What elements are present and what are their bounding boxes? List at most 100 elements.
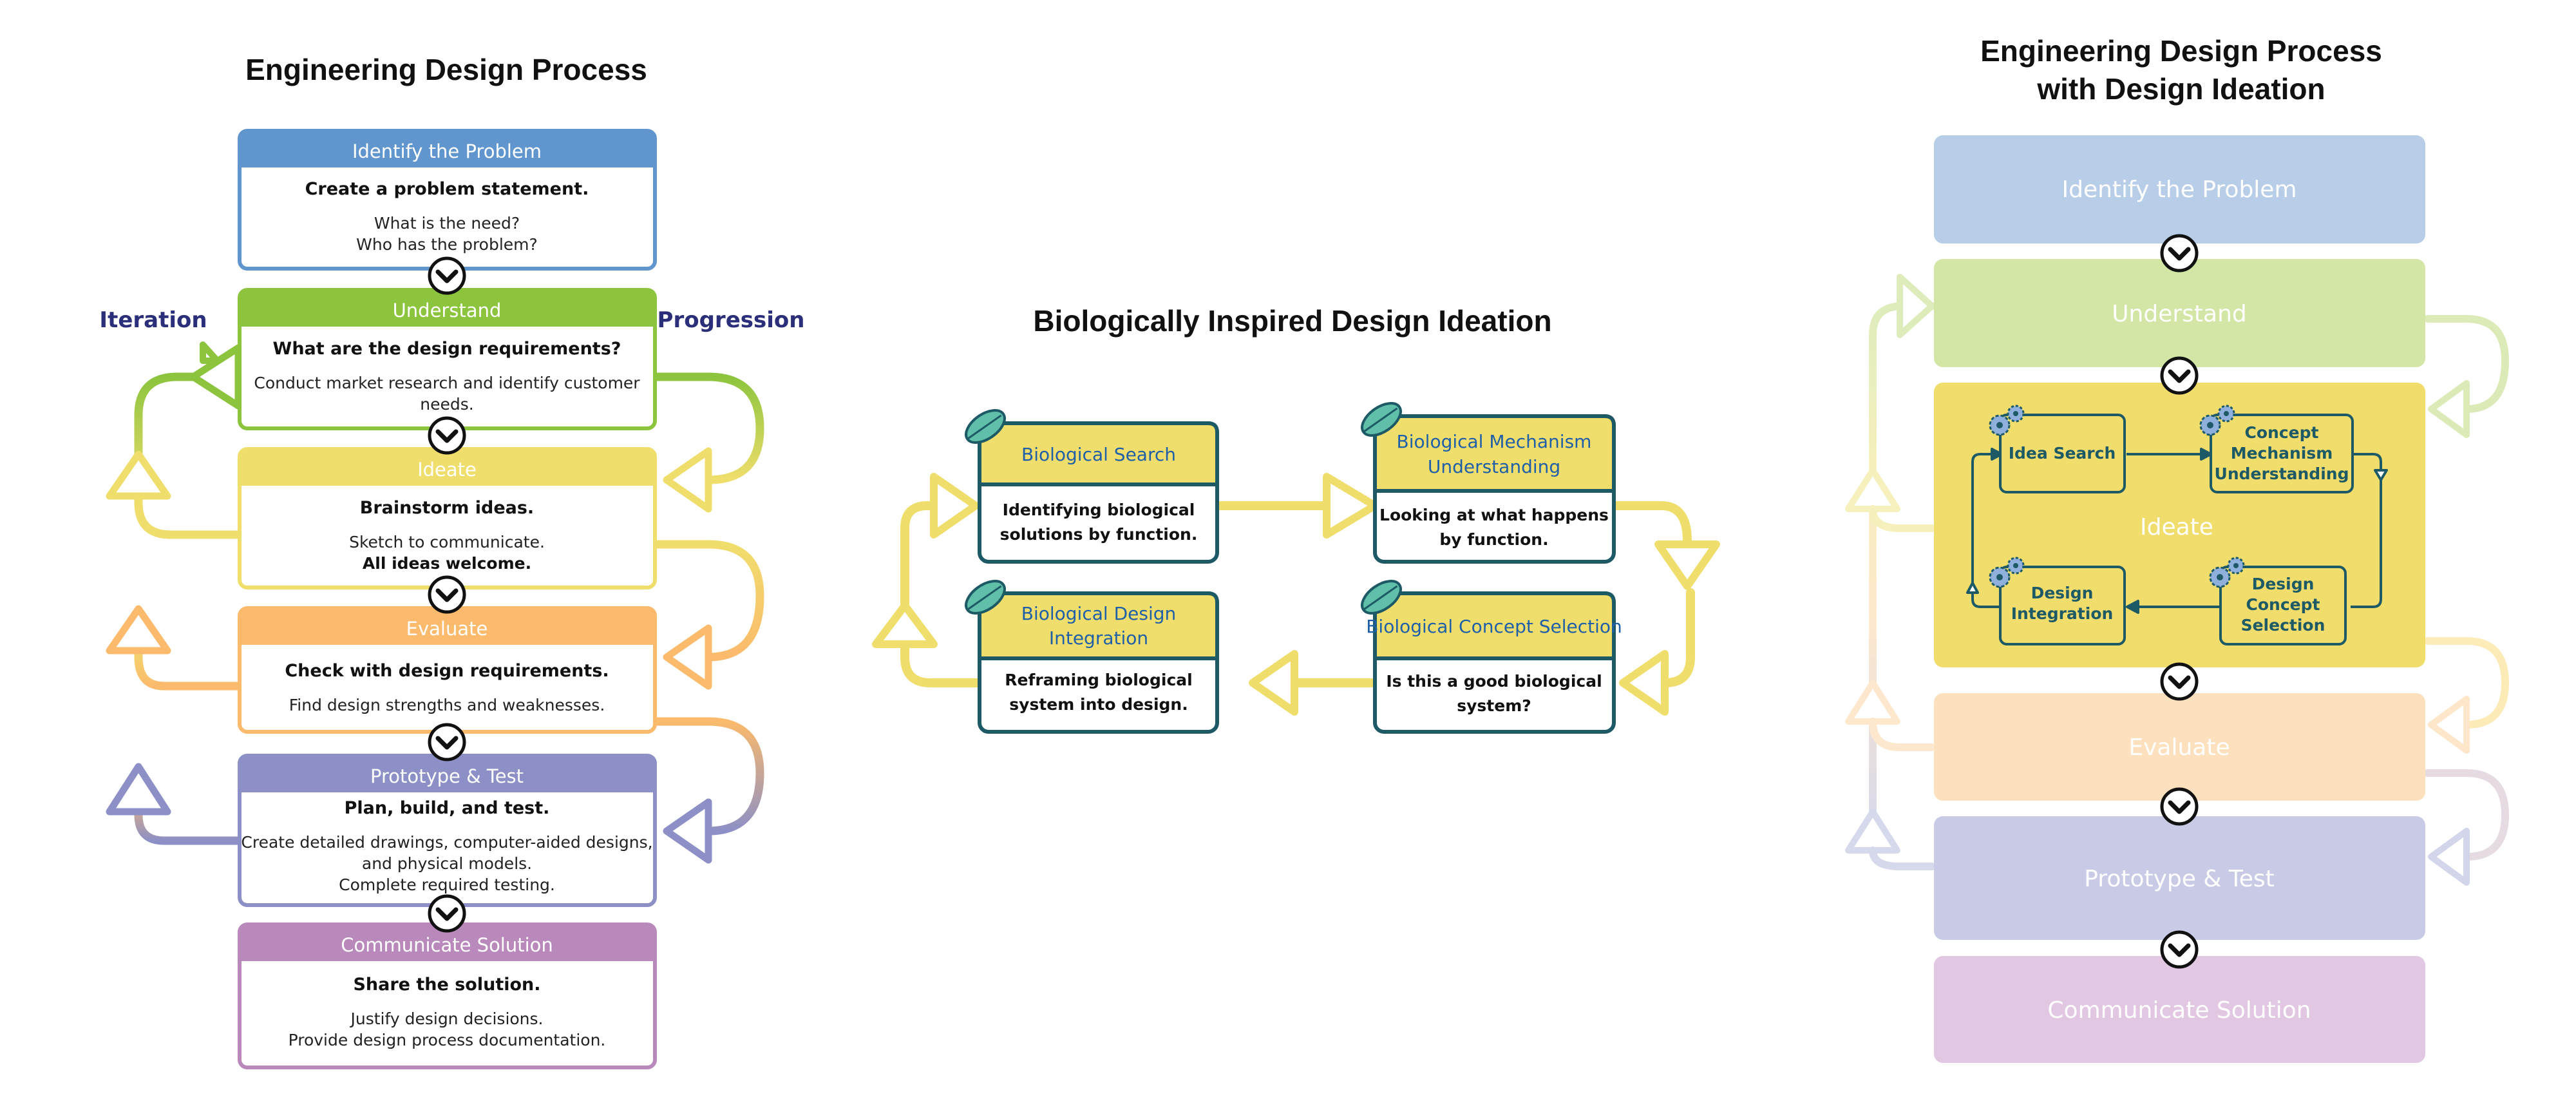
step-line: All ideas welcome. [363, 554, 531, 573]
step-line: Find design strengths and weaknesses. [289, 696, 605, 714]
step-header: Communicate Solution [341, 934, 553, 956]
bio-header: Biological Design [1021, 603, 1177, 624]
leaf-icon [965, 409, 1006, 444]
right-step-prototype-test: Prototype & Test [1934, 816, 2425, 940]
step-header: Ideate [417, 459, 477, 481]
step-bold: What are the design requirements? [273, 339, 621, 359]
progression-label: Progression [658, 307, 805, 333]
bio-box-search: Biological Search Identifying biological… [978, 421, 1219, 564]
step-header: Understand [393, 300, 502, 321]
gear-icon [2209, 566, 2231, 588]
bio-body: Is this a good biological [1386, 672, 1602, 691]
right-step-label: Evaluate [2128, 734, 2230, 761]
middle-title: Biologically Inspired Design Ideation [1033, 304, 1551, 338]
right-step-label: Prototype & Test [2084, 866, 2275, 892]
bio-box-integration: Biological Design Integration Reframing … [978, 591, 1219, 734]
step-line: Create detailed drawings, computer-aided… [241, 833, 652, 852]
right-step-identify-the-problem: Identify the Problem [1934, 135, 2425, 244]
gear-icon [2227, 557, 2245, 575]
step-bold: Plan, build, and test. [345, 798, 550, 818]
right-step-evaluate: Evaluate [1934, 693, 2425, 801]
right-chevrons [2160, 234, 2199, 969]
gear-icon [2007, 557, 2025, 575]
bio-header: Biological Mechanism [1397, 431, 1592, 452]
step-line: needs. [420, 395, 473, 414]
gear-icon [1989, 414, 2011, 436]
bio-box-mechanism: Biological Mechanism Understanding Looki… [1373, 414, 1616, 564]
chevron-down-icon [2160, 356, 2199, 395]
right-step-communicate-solution: Communicate Solution [1934, 956, 2425, 1063]
chevron-down-icon [2160, 930, 2199, 969]
step-header: Evaluate [406, 618, 488, 640]
ideation-step-design-integration: Design Integration [1999, 566, 2126, 645]
chevron-down-icon [2160, 662, 2199, 701]
left-step-identify-the-problem: Identify the Problem Create a problem st… [238, 129, 657, 271]
right-iteration-arrows [1845, 274, 1936, 870]
chevron-down-icon [428, 256, 466, 295]
ideation-subcycle: Idea Search Concept Mechanism Understand… [1966, 405, 2388, 645]
ideation-step-design-concept-selection: Design Concept Selection [2219, 566, 2347, 645]
leaf-icons [965, 402, 1402, 615]
ideation-step-label: Integration [2011, 604, 2114, 623]
ideation-step-idea-search: Idea Search [1999, 414, 2126, 493]
bio-header: Understanding [1428, 456, 1560, 477]
gear-icons [1989, 405, 2245, 588]
step-bold: Create a problem statement. [305, 179, 589, 199]
leaf-icon [1361, 402, 1402, 437]
ideation-step-label: Concept [2245, 423, 2319, 442]
bio-header: Integration [1049, 627, 1148, 649]
left-step-understand: Understand What are the design requireme… [238, 288, 657, 430]
step-line: Sketch to communicate. [349, 533, 545, 551]
bio-header: Biological Search [1021, 444, 1176, 465]
chevron-down-icon [428, 894, 466, 933]
step-header: Identify the Problem [352, 140, 542, 162]
step-header: Prototype & Test [370, 765, 524, 787]
gear-icon [2199, 414, 2221, 436]
left-step-ideate: Ideate Brainstorm ideas. Sketch to commu… [238, 447, 657, 589]
chevron-down-icon [428, 575, 466, 614]
chevron-down-icon [428, 723, 466, 761]
right-step-understand: Understand [1934, 259, 2425, 367]
bio-body: system? [1457, 696, 1531, 715]
left-step-evaluate: Evaluate Check with design requirements.… [238, 606, 657, 734]
left-title: Engineering Design Process [245, 53, 647, 86]
gear-icon [2007, 405, 2025, 423]
leaf-icon [965, 580, 1006, 615]
ideation-arrows [1966, 448, 2388, 614]
step-bold: Check with design requirements. [285, 661, 609, 681]
chevron-down-icon [2160, 787, 2199, 826]
bio-body: Identifying biological [1003, 501, 1195, 519]
bio-cycle-arrows [872, 473, 1720, 716]
left-step-prototype-test: Prototype & Test Plan, build, and test. … [238, 754, 657, 907]
bio-body: system into design. [1009, 695, 1188, 714]
left-step-communicate-solution: Communicate Solution Share the solution.… [238, 922, 657, 1069]
chevron-down-icon [2160, 234, 2199, 272]
chevron-down-icon [428, 416, 466, 455]
ideation-step-label: Selection [2241, 616, 2325, 635]
left-chevrons [428, 256, 466, 933]
right-title-line2: with Design Ideation [2036, 72, 2325, 106]
step-line: What is the need? [374, 214, 520, 233]
step-bold: Share the solution. [353, 975, 540, 995]
bio-body: Reframing biological [1005, 671, 1192, 689]
step-line: Justify design decisions. [350, 1009, 544, 1028]
step-line: Who has the problem? [356, 235, 538, 254]
gear-icon [2217, 405, 2235, 423]
right-step-label: Ideate [2140, 514, 2213, 540]
step-bold: Brainstorm ideas. [360, 498, 534, 518]
ideation-step-label: Concept [2246, 595, 2320, 614]
step-line: Conduct market research and identify cus… [254, 374, 640, 392]
right-step-label: Communicate Solution [2047, 997, 2311, 1024]
ideation-step-label: Design [2031, 584, 2094, 602]
ideation-step-concept-mechanism: Concept Mechanism Understanding [2210, 414, 2354, 493]
iteration-arrows [106, 341, 243, 845]
gear-icon [1989, 566, 2011, 588]
bio-body: Looking at what happens [1379, 506, 1609, 524]
right-progression-arrows [2424, 315, 2509, 886]
right-step-label: Understand [2112, 301, 2247, 327]
ideation-step-label: Mechanism [2231, 444, 2333, 463]
ideation-step-label: Understanding [2215, 464, 2349, 483]
right-step-label: Identify the Problem [2061, 177, 2297, 203]
step-line: and physical models. [362, 854, 532, 873]
